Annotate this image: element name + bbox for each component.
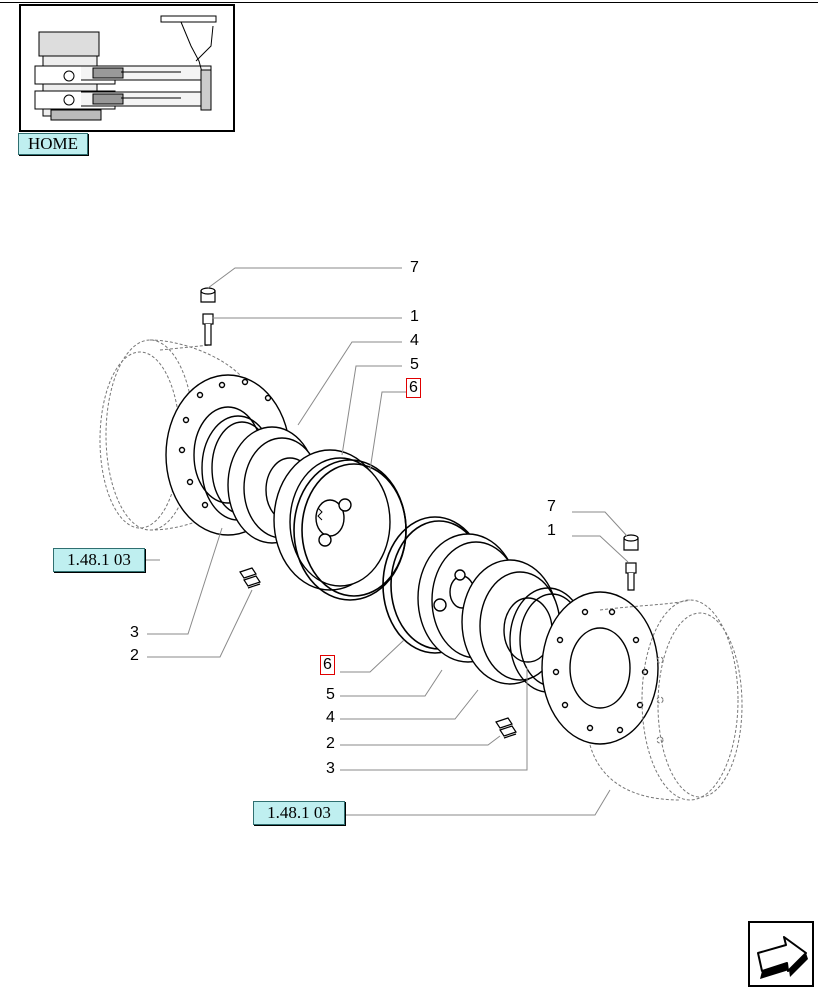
callout-2-bottom: 2: [326, 735, 335, 752]
spring-left: [239, 567, 261, 589]
next-page-button[interactable]: [748, 921, 814, 987]
right-axle-housing: [589, 599, 743, 801]
callout-4-top: 4: [410, 332, 419, 349]
callout-7-right: 7: [547, 498, 556, 515]
callout-3-left: 3: [130, 624, 139, 641]
callout-6-top[interactable]: 6: [406, 378, 421, 398]
callout-1-right: 1: [547, 522, 556, 539]
callout-7-top: 7: [410, 259, 419, 276]
bolt-and-cap-right: [623, 534, 639, 591]
callout-5-bottom: 5: [326, 686, 335, 703]
assembly-thumbnail[interactable]: [19, 4, 235, 132]
assembly-thumbnail-icon: [34, 15, 217, 121]
left-friction-ring: [293, 459, 407, 601]
top-rule: [0, 2, 818, 3]
callout-5-top: 5: [410, 356, 419, 373]
callout-1-top: 1: [410, 308, 419, 325]
right-hub-flange: [541, 591, 659, 745]
callout-2-left: 2: [130, 647, 139, 664]
reference-link-left[interactable]: 1.48.1 03: [53, 548, 145, 572]
next-page-arrow-icon: [757, 936, 808, 979]
callout-3-bottom: 3: [326, 760, 335, 777]
leader-lines: [145, 267, 629, 816]
bolt-and-cap-left: [200, 287, 216, 346]
callout-4-bottom: 4: [326, 709, 335, 726]
left-brake-disc: [273, 449, 391, 591]
spring-right: [495, 717, 517, 739]
reference-link-bottom[interactable]: 1.48.1 03: [253, 801, 345, 825]
home-button[interactable]: HOME: [18, 133, 88, 155]
callout-6-bottom[interactable]: 6: [320, 655, 335, 675]
